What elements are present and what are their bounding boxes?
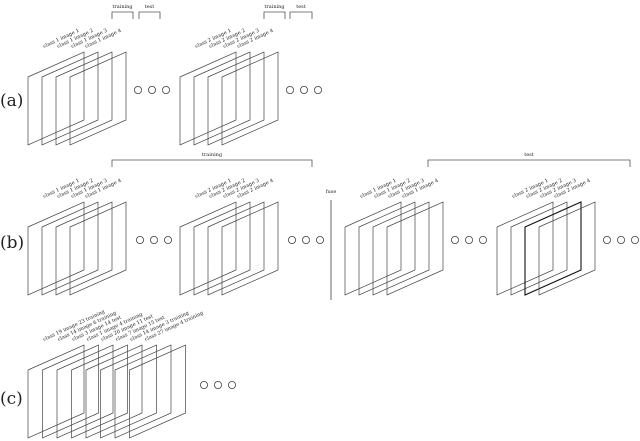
ellipsis-dot <box>478 235 487 244</box>
image-frame <box>193 201 251 296</box>
image-frame <box>372 201 430 296</box>
image-frame <box>510 201 568 296</box>
ellipsis-dot <box>617 235 626 244</box>
bracket-label: training <box>202 152 223 158</box>
image-frame <box>56 344 114 439</box>
image-frame <box>207 51 265 146</box>
image-frame <box>386 201 444 296</box>
image-frame <box>344 201 402 296</box>
ellipsis-dot <box>149 235 158 244</box>
image-frame <box>55 201 113 296</box>
row-label-c: (c) <box>0 389 23 409</box>
bracket-label: test <box>524 152 534 158</box>
bracket <box>138 11 161 19</box>
ellipsis-dot <box>299 86 308 95</box>
divider-label: fuse <box>326 189 337 195</box>
image-frame <box>358 201 416 296</box>
image-frame <box>85 344 143 439</box>
ellipsis-dot <box>631 235 640 244</box>
image-frame <box>27 344 85 439</box>
bracket <box>111 11 134 19</box>
ellipsis-dot <box>301 235 310 244</box>
bracket-label: test <box>296 4 306 10</box>
ellipsis-dot <box>147 86 156 95</box>
bracket <box>263 11 286 19</box>
ellipsis-dot <box>135 235 144 244</box>
bracket-label: test <box>145 4 155 10</box>
image-frame <box>179 201 237 296</box>
image-frame <box>114 344 172 439</box>
ellipsis-dot <box>450 235 459 244</box>
image-frame <box>496 201 554 296</box>
image-frame <box>100 344 157 439</box>
image-frame <box>55 51 113 146</box>
image-frame <box>129 344 186 439</box>
bracket <box>111 159 313 167</box>
bracket <box>289 11 313 19</box>
ellipsis-dot <box>199 380 208 389</box>
image-frame <box>524 201 582 296</box>
image-frame <box>69 51 127 146</box>
image-frame <box>41 201 99 296</box>
image-frame <box>42 344 99 439</box>
bracket-label: training <box>264 4 285 10</box>
ellipsis-dot <box>227 380 236 389</box>
image-frame <box>193 51 251 146</box>
ellipsis-dot <box>285 86 294 95</box>
ellipsis-dot <box>133 86 142 95</box>
ellipsis-dot <box>161 86 170 95</box>
image-frame <box>538 201 596 296</box>
image-frame <box>71 344 128 439</box>
image-frame <box>41 51 99 146</box>
image-frame <box>207 201 265 296</box>
image-frame <box>27 51 85 146</box>
ellipsis-dot <box>315 235 324 244</box>
ellipsis-dot <box>213 380 222 389</box>
ellipsis-dot <box>287 235 296 244</box>
image-frame <box>27 201 85 296</box>
ellipsis-dot <box>464 235 473 244</box>
image-frame <box>69 201 127 296</box>
image-frame <box>179 51 237 146</box>
bracket-label: training <box>112 4 133 10</box>
row-label-a: (a) <box>0 91 23 111</box>
image-frame <box>221 201 279 296</box>
ellipsis-dot <box>163 235 172 244</box>
row-label-b: (b) <box>0 233 24 253</box>
bracket <box>427 159 631 167</box>
image-frame <box>221 51 279 146</box>
ellipsis-dot <box>313 86 322 95</box>
ellipsis-dot <box>603 235 612 244</box>
